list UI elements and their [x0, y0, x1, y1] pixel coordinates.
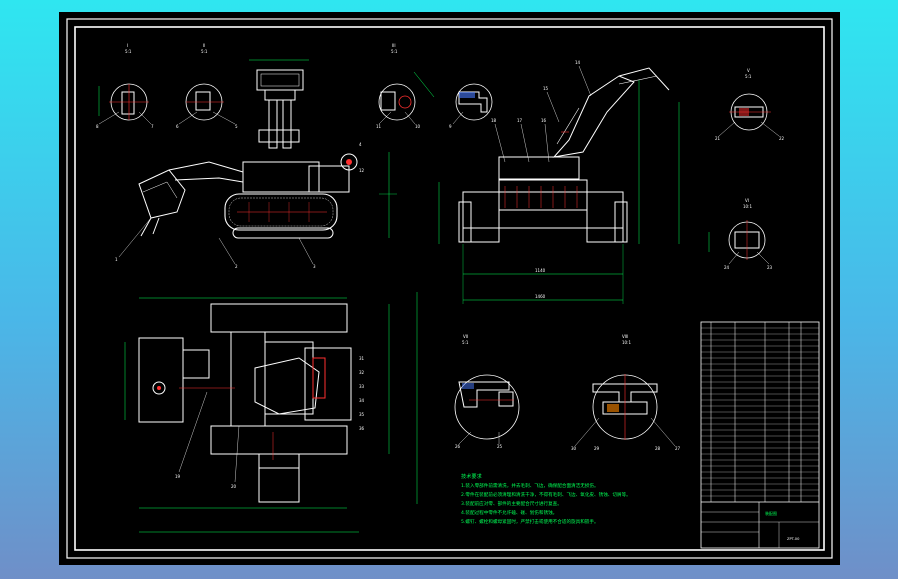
inner-border	[74, 26, 825, 551]
drawing-number: ZPT-00	[787, 537, 800, 541]
svg-text:22: 22	[779, 136, 785, 141]
svg-text:5:1: 5:1	[391, 49, 398, 54]
svg-text:10:1: 10:1	[743, 204, 752, 209]
detail-view-v: V5:1 21 22	[715, 68, 785, 141]
svg-text:V: V	[747, 68, 750, 73]
svg-text:21: 21	[715, 136, 721, 141]
svg-text:6: 6	[176, 124, 179, 129]
svg-text:1140: 1140	[535, 268, 546, 273]
detail-view-ii: II5:1 6 5	[176, 43, 238, 129]
svg-text:25: 25	[497, 444, 503, 449]
svg-text:11: 11	[376, 124, 382, 129]
svg-text:7: 7	[151, 124, 154, 129]
outer-border	[66, 18, 833, 559]
front-view-assembly: 1140 1460 18 17 16 15 14	[438, 60, 680, 304]
svg-text:35: 35	[359, 412, 365, 417]
svg-text:10: 10	[415, 124, 421, 129]
svg-text:VII: VII	[463, 334, 468, 339]
svg-text:26: 26	[455, 444, 461, 449]
svg-text:III: III	[392, 43, 396, 48]
svg-text:2: 2	[235, 264, 238, 269]
parts-list-rows	[701, 327, 819, 497]
svg-text:4: 4	[359, 142, 362, 147]
tech-req-item: 4.装配过程中零件不允许磕、碰、划伤和锈蚀。	[461, 509, 557, 516]
drawing-title: 装配图	[765, 510, 777, 516]
svg-text:14: 14	[575, 60, 581, 65]
svg-text:15: 15	[543, 86, 549, 91]
svg-text:5:1: 5:1	[745, 74, 752, 79]
svg-text:18: 18	[491, 118, 497, 123]
tech-req-item: 1.装入零部件前需清洗，并去毛刺、飞边，确保配合面清洁无损伤。	[461, 482, 599, 489]
svg-text:5:1: 5:1	[462, 340, 469, 345]
svg-text:12: 12	[359, 168, 365, 173]
tech-req-item: 5.螺钉、螺栓和螺母紧固时，严禁打击或使用不合适的旋具和扳手。	[461, 518, 599, 525]
svg-text:8: 8	[96, 124, 99, 129]
detail-view-i: I5:1 8 7	[96, 43, 154, 129]
svg-text:VI: VI	[745, 198, 749, 203]
svg-text:24: 24	[724, 265, 730, 270]
svg-text:36: 36	[359, 426, 365, 431]
side-view-assembly: 1 2 3 4 12	[115, 59, 397, 269]
svg-text:32: 32	[359, 370, 365, 375]
plan-view-assembly: 19 20 31 32 33 34 35 36	[124, 292, 418, 533]
svg-text:20: 20	[231, 484, 237, 489]
svg-text:5: 5	[235, 124, 238, 129]
svg-text:VIII: VIII	[622, 334, 628, 339]
svg-text:16: 16	[541, 118, 547, 123]
svg-text:33: 33	[359, 384, 365, 389]
svg-text:5:1: 5:1	[201, 49, 208, 54]
svg-text:31: 31	[359, 356, 365, 361]
svg-text:17: 17	[517, 118, 523, 123]
svg-text:34: 34	[359, 398, 365, 403]
svg-text:1: 1	[115, 257, 118, 262]
svg-text:19: 19	[175, 474, 181, 479]
svg-text:27: 27	[675, 446, 681, 451]
detail-view-iv: 9	[449, 83, 493, 129]
svg-text:I: I	[127, 43, 128, 48]
svg-text:30: 30	[571, 446, 577, 451]
tech-req-item: 3.装配前应对零、部件的主要配合尺寸进行复查。	[461, 500, 562, 507]
svg-text:28: 28	[655, 446, 661, 451]
svg-text:9: 9	[449, 124, 452, 129]
tech-req-title: 技术要求	[461, 472, 483, 480]
title-block: 装配图 ZPT-00	[700, 321, 820, 549]
svg-text:29: 29	[594, 446, 600, 451]
svg-text:3: 3	[313, 264, 316, 269]
technical-requirements: 技术要求 1.装入零部件前需清洗，并去毛刺、飞边，确保配合面清洁无损伤。 2.零…	[461, 472, 631, 525]
svg-text:5:1: 5:1	[125, 49, 132, 54]
svg-text:II: II	[203, 43, 205, 48]
tech-req-item: 2.零件在装配前必须清理和清洗干净，不得有毛刺、飞边、氧化皮、锈蚀、切屑等。	[461, 491, 631, 498]
svg-text:10:1: 10:1	[622, 340, 631, 345]
svg-text:1460: 1460	[535, 294, 546, 299]
svg-text:23: 23	[767, 265, 773, 270]
